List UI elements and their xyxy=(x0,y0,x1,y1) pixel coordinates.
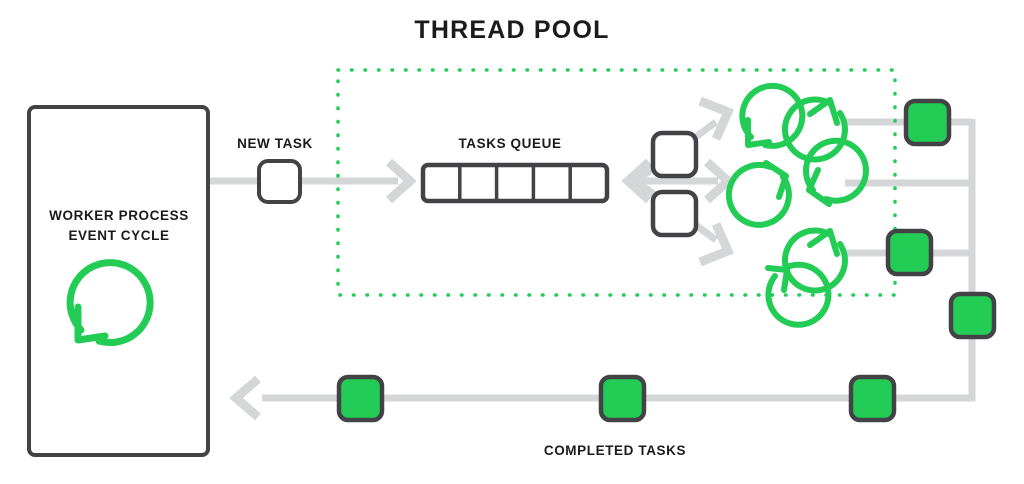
completed-task-boxes xyxy=(336,98,997,423)
completed-task-box xyxy=(903,98,952,147)
completed-task-box xyxy=(598,374,647,423)
arrowhead-fan-down xyxy=(698,222,735,267)
worker-process-label-line1: WORKER PROCESS xyxy=(49,208,189,223)
thread-spinner-r3c2 xyxy=(781,227,848,294)
completed-task-box xyxy=(885,228,934,277)
thread-spinner-r2c1 xyxy=(725,160,792,228)
completed-tasks-label: COMPLETED TASKS xyxy=(543,443,687,458)
worker-process-label: WORKER PROCESS EVENT CYCLE xyxy=(29,206,209,246)
thread-spinner-r1c2 xyxy=(781,96,848,163)
thread-spinner-r2c2 xyxy=(803,137,869,207)
connector-lines xyxy=(208,118,976,402)
worker-process-box xyxy=(27,105,210,457)
completed-task-box xyxy=(948,291,997,340)
arrowhead-into-queue-left xyxy=(621,158,653,204)
new-task-box xyxy=(257,159,302,204)
new-task-label: NEW TASK xyxy=(237,136,313,151)
tasks-queue-label: TASKS QUEUE xyxy=(458,136,562,151)
event-cycle-icon xyxy=(66,259,154,347)
diagram-title: THREAD POOL xyxy=(414,16,610,44)
thread-spinner-r1c1 xyxy=(739,82,806,149)
arrowhead-return-left xyxy=(229,375,261,421)
arrowhead-fan-middle xyxy=(703,158,735,204)
arrowhead-fan-up xyxy=(698,96,735,141)
dispatch-square-bottom xyxy=(650,189,699,238)
arrowheads xyxy=(229,96,735,421)
tasks-queue xyxy=(420,162,610,204)
worker-process-label-line2: EVENT CYCLE xyxy=(68,228,170,243)
dispatch-square-top xyxy=(650,130,699,179)
arrowhead-to-queue xyxy=(385,158,417,204)
tasks-queue-body xyxy=(420,162,610,204)
completed-task-box xyxy=(848,374,897,423)
completed-task-box xyxy=(336,374,385,423)
